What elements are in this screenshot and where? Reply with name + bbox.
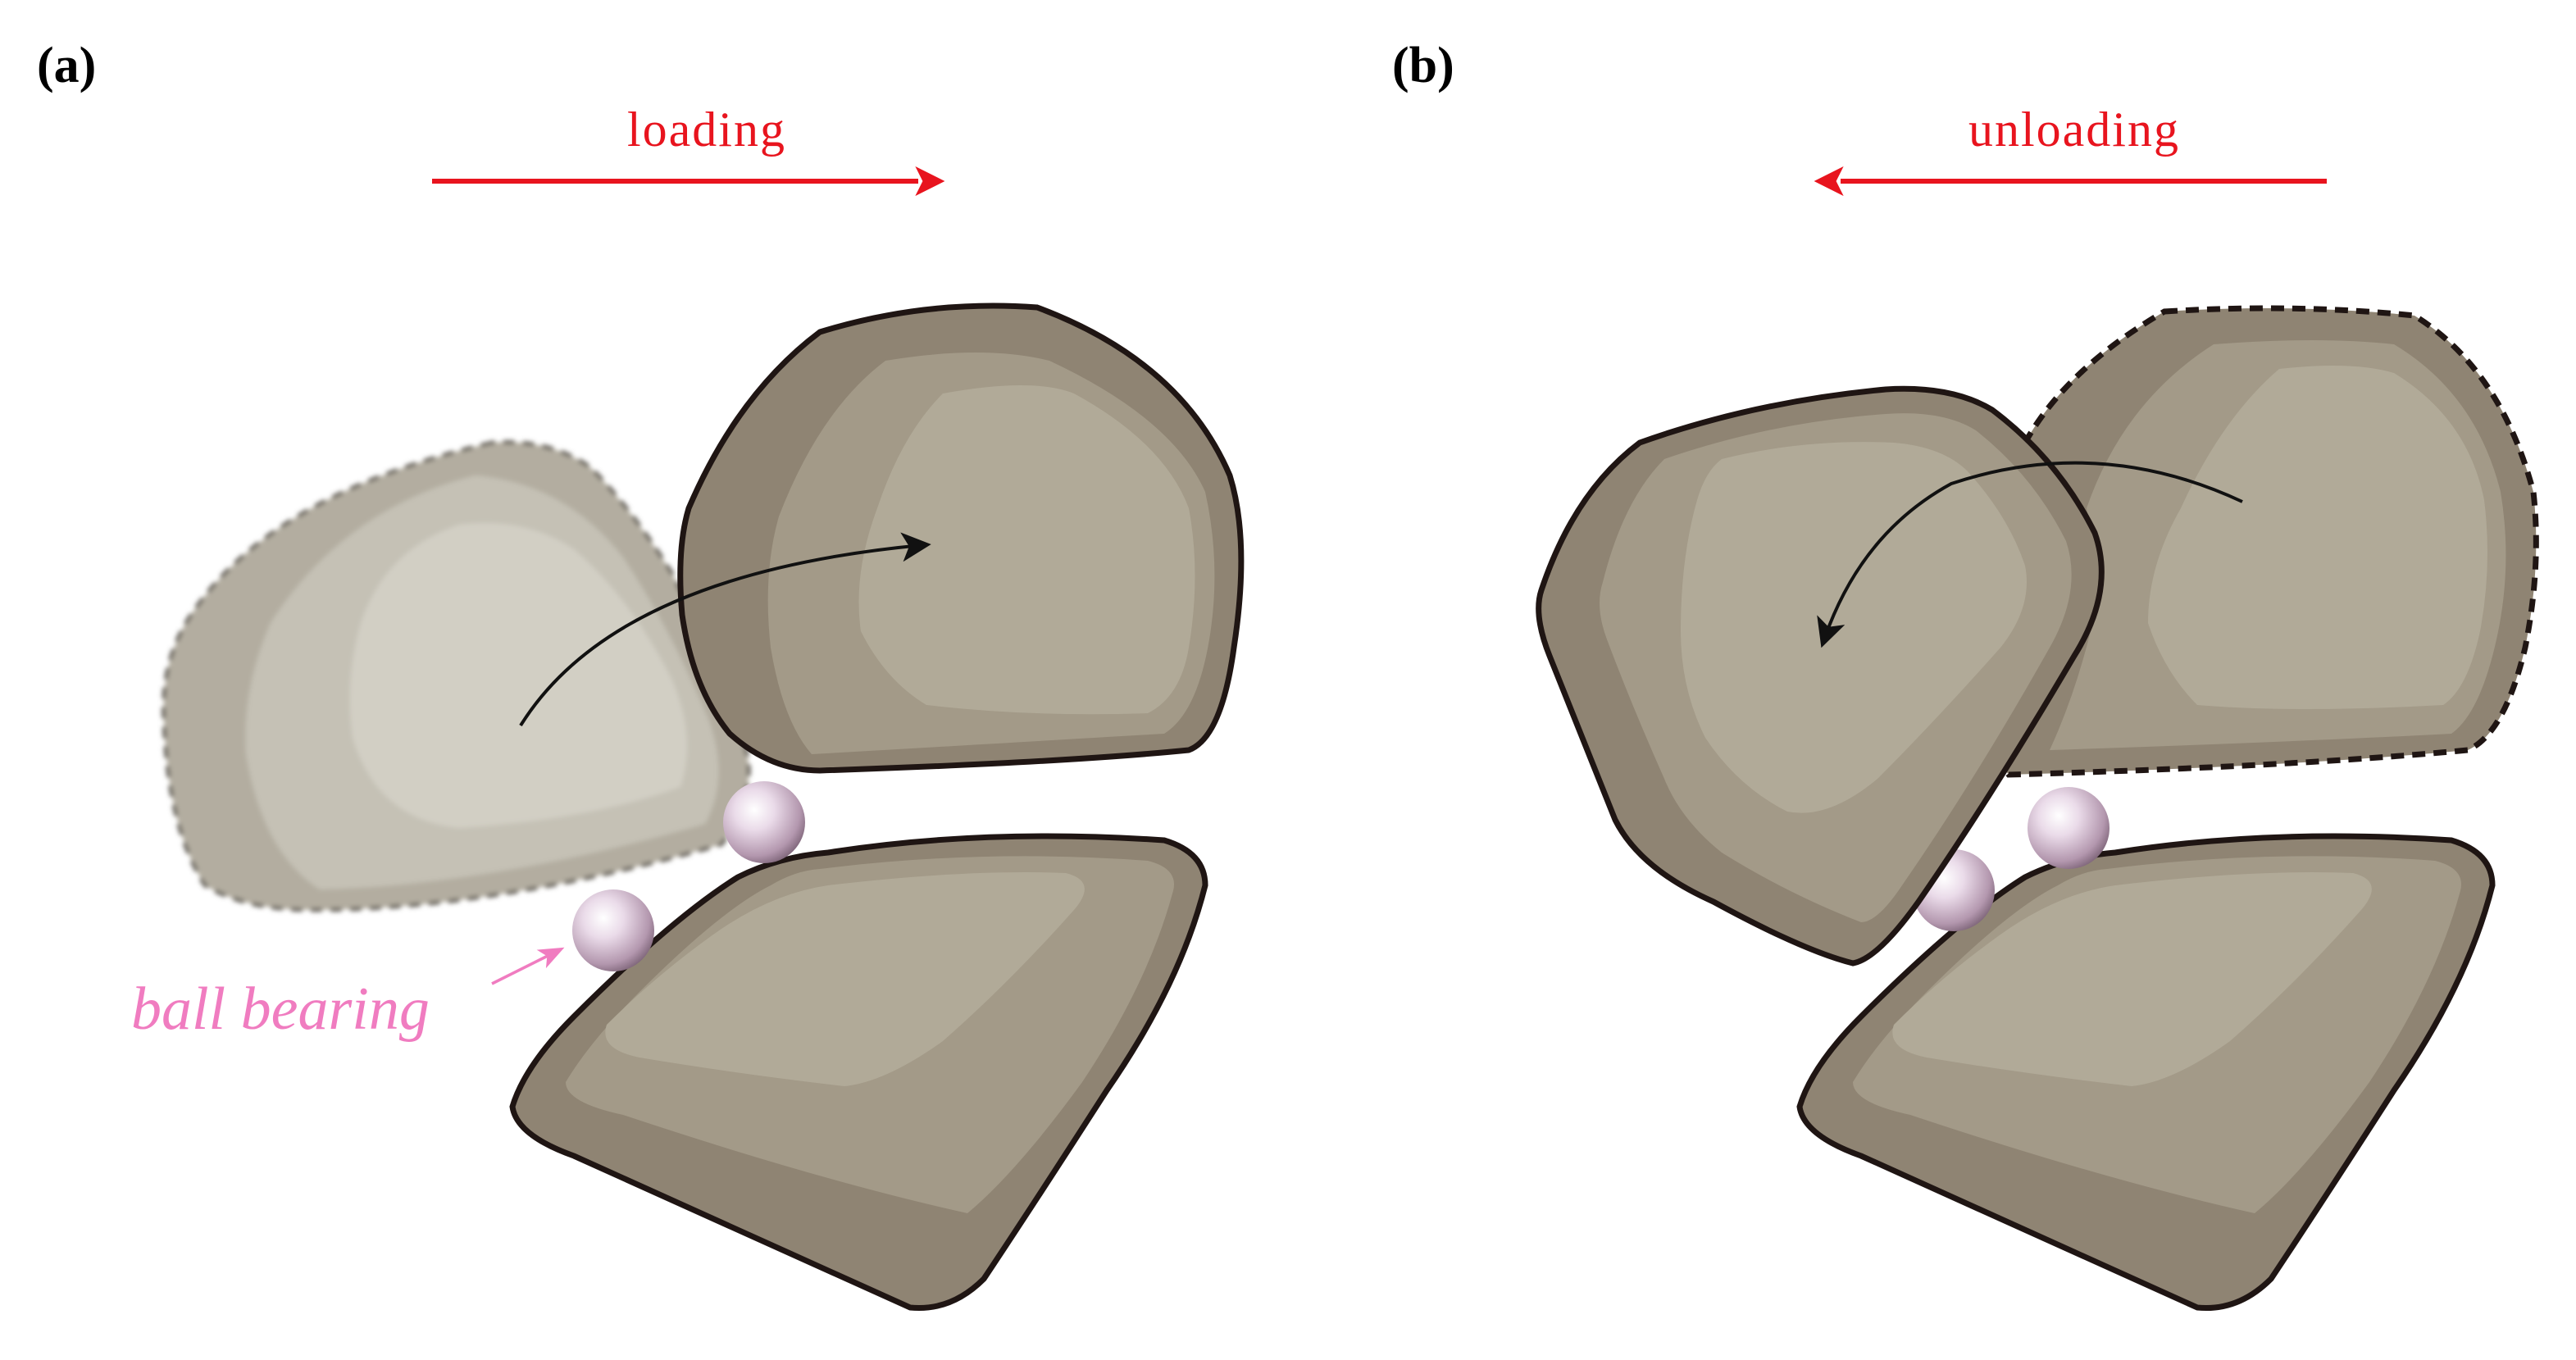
grain-tilted-b: [1536, 385, 2105, 967]
rotation-arrow-b: [1817, 461, 2243, 648]
panel-b: (b) unloading: [1392, 38, 2539, 1312]
ball-bearing-label: ball bearing: [131, 976, 430, 1043]
ghost-grain-right: [1999, 305, 2539, 778]
loading-arrow: loading: [432, 102, 945, 196]
ghost-grain-left: [162, 439, 751, 912]
panel-a-label: (a): [37, 38, 96, 93]
unloading-arrow: unloading: [1814, 102, 2327, 196]
ball-bearing-annotation: ball bearing: [131, 947, 565, 1043]
grain-upper-a: [677, 302, 1245, 774]
rotation-arrow-a: [519, 532, 931, 727]
panel-b-label: (b): [1392, 38, 1454, 93]
ball-bearing-a2: [572, 889, 654, 971]
ball-bearing-b1: [2028, 787, 2109, 869]
ball-bearing-a1: [723, 781, 805, 863]
grain-lower-a: [509, 833, 1208, 1312]
grain-lower-b: [1796, 833, 2496, 1312]
panel-a: (a) loading: [37, 38, 1245, 1312]
unloading-label: unloading: [1968, 102, 2180, 157]
loading-label: loading: [627, 102, 786, 157]
